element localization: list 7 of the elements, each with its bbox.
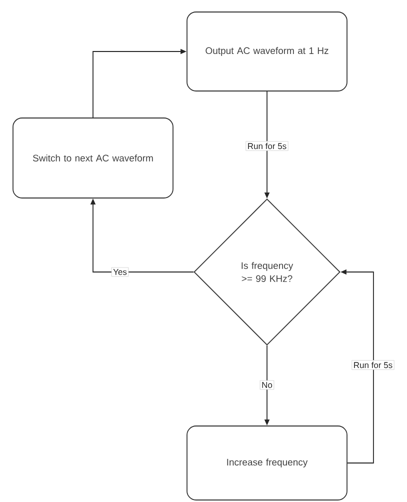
process-box: Switch to next AC waveform [12,118,174,198]
process-box: Increase frequency [186,426,348,500]
edge-label: No [260,380,274,390]
edge-label: Run for 5s [246,141,288,151]
edge-label: Run for 5s [352,360,394,370]
process-box: Output AC waveform at 1 Hz [186,12,348,92]
edge-label: Yes [111,267,129,277]
